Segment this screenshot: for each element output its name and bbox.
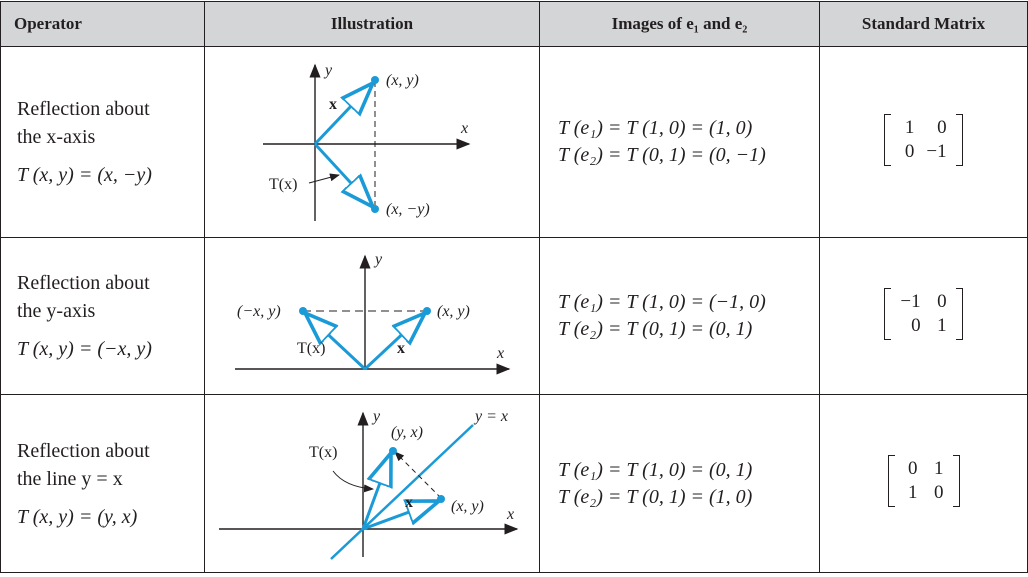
header-images: Images of e₁ and e₂ [539,1,820,47]
image-point-label: (−x, y) [237,303,281,320]
line-label: y = x [473,408,508,425]
operator-formula: T (x, y) = (x, −y) [17,164,152,186]
matrix-entry: 1 [934,458,944,479]
images-cell: T (e₁) = T (1, 0) = (1, 0) T (e₂) = T (0… [539,46,820,238]
table-row: Reflection about the y-axis T (x, y) = (… [0,237,1028,395]
illustration-cell: y x (x, y) (x, −y) x T(x) [204,46,540,238]
header-operator: Operator [0,1,205,47]
x-axis-label: x [506,506,514,523]
standard-matrix: −1 0 0 1 [884,287,963,340]
matrix-entry: 0 [934,482,944,503]
operator-name-line1: Reflection about [17,272,150,294]
image-vector-label: T(x) [297,340,325,357]
image-e1: T (e₁) = T (1, 0) = (−1, 0) [558,291,766,313]
header-standard-matrix: Standard Matrix [819,1,1028,47]
x-axis-label: x [496,345,504,362]
y-axis-label: y [373,251,383,268]
table-row: Reflection about the x-axis T (x, y) = (… [0,46,1028,238]
illustration-line-reflection: y x (x, y) (y, x) x T(x) y = x [219,408,519,560]
dashed-connector [394,451,442,499]
vector-label: x [329,96,337,113]
image-point-label: (x, −y) [386,201,430,218]
y-axis-label: y [371,408,381,425]
illustration-cell: y x (x, y) (−x, y) x T(x) [204,237,540,395]
image-e1: T (e₁) = T (1, 0) = (0, 1) [558,458,753,481]
point-dot [437,495,445,503]
vector-label: x [405,494,413,511]
x-axis-label: x [460,120,468,137]
standard-matrix: 1 0 0 −1 [884,113,963,166]
image-vector-label: T(x) [269,176,297,193]
illustration-x-axis-reflection: y x (x, y) (x, −y) x T(x) [263,62,471,221]
point-dot [423,307,431,315]
tx-leader [308,173,340,184]
image-point-dot [389,447,397,455]
vector-tx [313,142,373,207]
image-e2: T (e₂) = T (0, 1) = (0, −1) [558,144,766,166]
image-point-dot [299,307,307,315]
operator-name-line2: the x-axis [17,126,96,148]
matrix-entry: 1 [937,314,947,336]
vector-label: x [397,340,405,357]
tx-leader [332,470,374,493]
matrix-cell: 1 0 0 −1 [819,46,1028,238]
point-label: (x, y) [386,72,419,89]
matrix-cell: −1 0 0 1 [819,237,1028,395]
matrix-entry: 0 [908,458,918,479]
image-e1: T (e₁) = T (1, 0) = (1, 0) [558,117,753,139]
operator-formula: T (x, y) = (y, x) [17,505,138,528]
image-point-label: (y, x) [391,424,423,441]
operator-cell: Reflection about the x-axis T (x, y) = (… [0,46,205,238]
images-cell: T (e₁) = T (1, 0) = (−1, 0) T (e₂) = T (… [539,237,820,395]
matrix-entry: −1 [900,290,921,312]
operator-name-line1: Reflection about [17,439,150,462]
point-dot [371,76,379,84]
vector-x [313,83,373,146]
y-axis-label: y [323,62,333,79]
vector-tx [305,313,367,371]
illustration-cell: y x (x, y) (y, x) x T(x) y = x [204,394,540,573]
matrix-entry: 1 [908,482,918,503]
matrix-entry: −1 [926,140,947,162]
header-row: Operator Illustration Images of e₁ and e… [0,1,1028,47]
operator-cell: Reflection about the y-axis T (x, y) = (… [0,237,205,395]
operator-cell: Reflection about the line y = x T (x, y)… [0,394,205,573]
line-y-equals-x [330,424,474,560]
header-illustration: Illustration [204,1,540,47]
image-vector-label: T(x) [309,444,337,461]
operator-formula: T (x, y) = (−x, y) [17,338,152,360]
matrix-entry: 0 [937,116,947,138]
matrix-entry: 0 [911,314,921,336]
image-e2: T (e₂) = T (0, 1) = (0, 1) [558,318,753,340]
matrix-entry: 0 [937,290,947,312]
operator-name-line2: the y-axis [17,300,96,322]
vector-x [363,313,425,371]
image-e2: T (e₂) = T (0, 1) = (1, 0) [558,485,753,508]
operator-name-line1: Reflection about [17,98,150,120]
vector-tx [361,453,391,530]
matrix-entry: 1 [904,116,915,138]
illustration-y-axis-reflection: y x (x, y) (−x, y) x T(x) [235,251,511,375]
operator-name-line2: the line y = x [17,467,123,490]
image-point-dot [371,205,379,213]
images-cell: T (e₁) = T (1, 0) = (0, 1) T (e₂) = T (0… [539,394,820,573]
standard-matrix: 0 1 1 0 [887,455,960,507]
vector-x [362,501,439,531]
matrix-cell: 0 1 1 0 [819,394,1028,573]
table-row: Reflection about the line y = x T (x, y)… [0,394,1028,573]
matrix-entry: 0 [904,140,915,162]
point-label: (x, y) [437,303,470,320]
point-label: (x, y) [451,498,484,515]
